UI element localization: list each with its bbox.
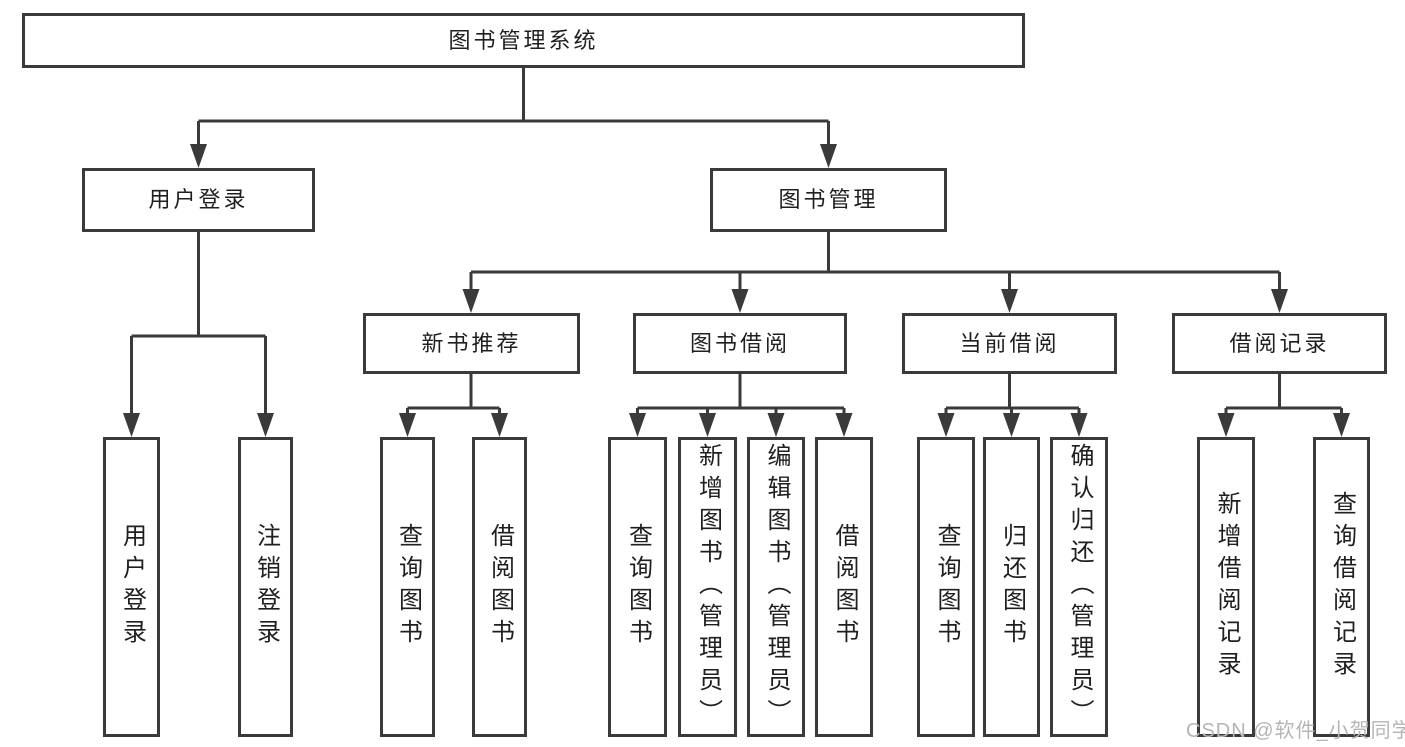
node-current-borrow-label: 当前借阅 bbox=[959, 330, 1060, 356]
leaf-add-book-admin: 新增图书（管理员） bbox=[678, 437, 737, 737]
leaf-return-book: 归还图书 bbox=[983, 437, 1040, 737]
watermark: CSDN @软件_小贺同学 bbox=[1186, 720, 1405, 742]
leaf-logout-label: 注销登录 bbox=[252, 523, 280, 651]
leaf-query-book-1-label: 查询图书 bbox=[394, 523, 422, 651]
node-book-borrow: 图书借阅 bbox=[633, 313, 847, 374]
leaf-query-book-1: 查询图书 bbox=[380, 437, 435, 737]
leaf-confirm-return-admin-label: 确认归还（管理员） bbox=[1066, 443, 1093, 731]
leaf-add-borrow-record-label: 新增借阅记录 bbox=[1213, 491, 1240, 683]
leaf-edit-book-admin: 编辑图书（管理员） bbox=[747, 437, 805, 737]
leaf-confirm-return-admin: 确认归还（管理员） bbox=[1050, 437, 1108, 737]
leaf-user-login: 用户登录 bbox=[103, 437, 160, 737]
leaf-borrow-book-1: 借阅图书 bbox=[472, 437, 527, 737]
leaf-add-borrow-record: 新增借阅记录 bbox=[1197, 437, 1255, 737]
tree-edges bbox=[130, 68, 1343, 414]
leaf-query-borrow-record-label: 查询借阅记录 bbox=[1328, 491, 1356, 683]
leaf-borrow-book-1-label: 借阅图书 bbox=[486, 523, 514, 651]
leaf-query-book-3-label: 查询图书 bbox=[933, 523, 960, 651]
node-new-book-recommend-label: 新书推荐 bbox=[421, 330, 522, 356]
leaf-logout: 注销登录 bbox=[238, 437, 293, 737]
node-root-label: 图书管理系统 bbox=[448, 27, 599, 53]
leaf-user-login-label: 用户登录 bbox=[118, 523, 146, 651]
node-root: 图书管理系统 bbox=[22, 13, 1025, 68]
node-book-management: 图书管理 bbox=[710, 168, 947, 232]
leaf-query-book-2: 查询图书 bbox=[608, 437, 667, 737]
leaf-borrow-book-2: 借阅图书 bbox=[815, 437, 873, 737]
leaf-query-book-3: 查询图书 bbox=[917, 437, 975, 737]
node-current-borrow: 当前借阅 bbox=[902, 313, 1117, 374]
node-borrow-records-label: 借阅记录 bbox=[1229, 330, 1330, 356]
leaf-return-book-label: 归还图书 bbox=[998, 523, 1026, 651]
node-book-management-label: 图书管理 bbox=[778, 187, 879, 212]
node-user-login: 用户登录 bbox=[82, 168, 315, 232]
arrowhead-icons bbox=[123, 144, 1350, 437]
node-user-login-label: 用户登录 bbox=[148, 187, 249, 212]
node-new-book-recommend: 新书推荐 bbox=[363, 313, 580, 374]
node-borrow-records: 借阅记录 bbox=[1172, 313, 1387, 374]
leaf-add-book-admin-label: 新增图书（管理员） bbox=[694, 443, 722, 731]
leaf-edit-book-admin-label: 编辑图书（管理员） bbox=[763, 443, 790, 731]
leaf-borrow-book-2-label: 借阅图书 bbox=[831, 523, 858, 651]
leaf-query-book-2-label: 查询图书 bbox=[624, 523, 652, 651]
node-book-borrow-label: 图书借阅 bbox=[689, 330, 790, 356]
leaf-query-borrow-record: 查询借阅记录 bbox=[1313, 437, 1370, 737]
